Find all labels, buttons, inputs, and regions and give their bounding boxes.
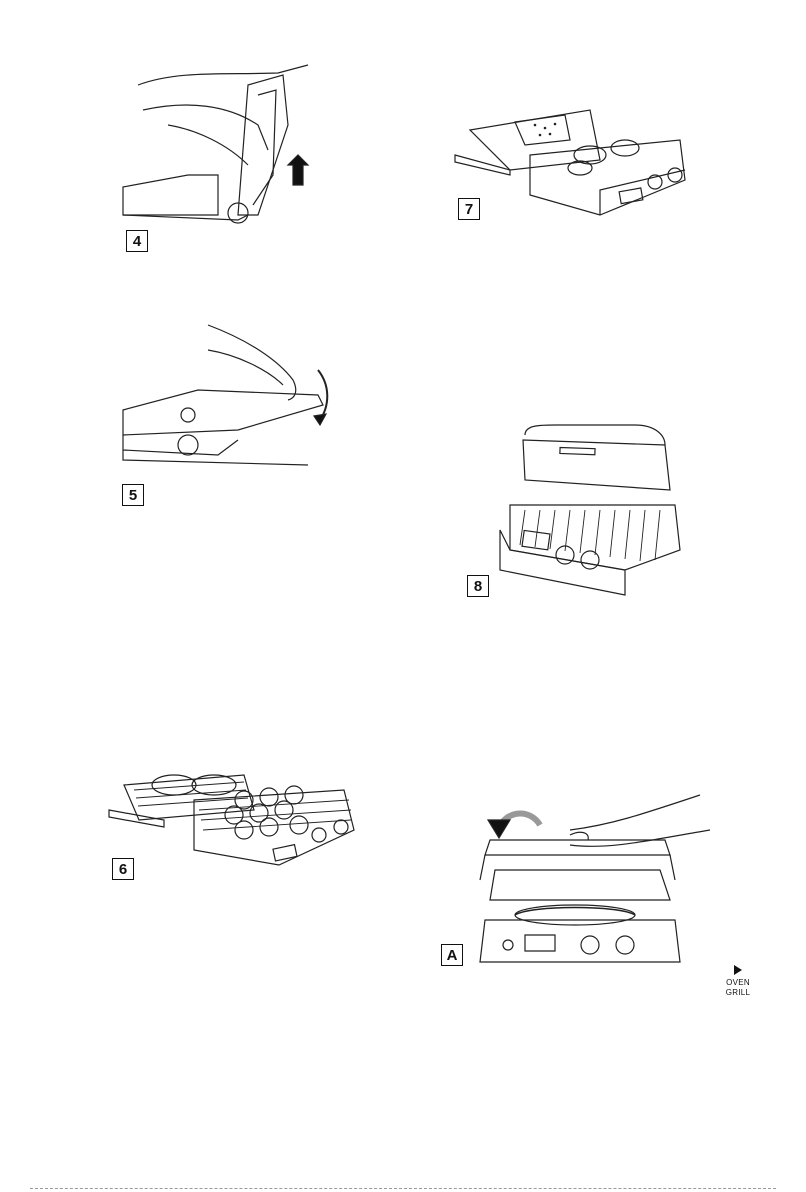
page-bottom-rule <box>30 1188 776 1189</box>
figure-step-6 <box>104 755 364 875</box>
nav-line-2: GRILL <box>718 988 758 998</box>
step-label-A: A <box>441 944 463 966</box>
step-label-7: 7 <box>458 198 480 220</box>
step-label-4: 4 <box>126 230 148 252</box>
figure-step-5 <box>118 320 348 480</box>
figure-step-A <box>470 790 710 970</box>
step-label-5: 5 <box>122 484 144 506</box>
figure-step-4 <box>118 55 348 235</box>
figure-step-8 <box>495 420 685 600</box>
step-label-6: 6 <box>112 858 134 880</box>
nav-line-1: OVEN <box>718 978 758 988</box>
oven-grill-nav[interactable]: OVEN GRILL <box>718 965 758 998</box>
play-triangle-icon <box>734 965 742 975</box>
step-label-8: 8 <box>467 575 489 597</box>
figure-step-7 <box>450 100 700 220</box>
